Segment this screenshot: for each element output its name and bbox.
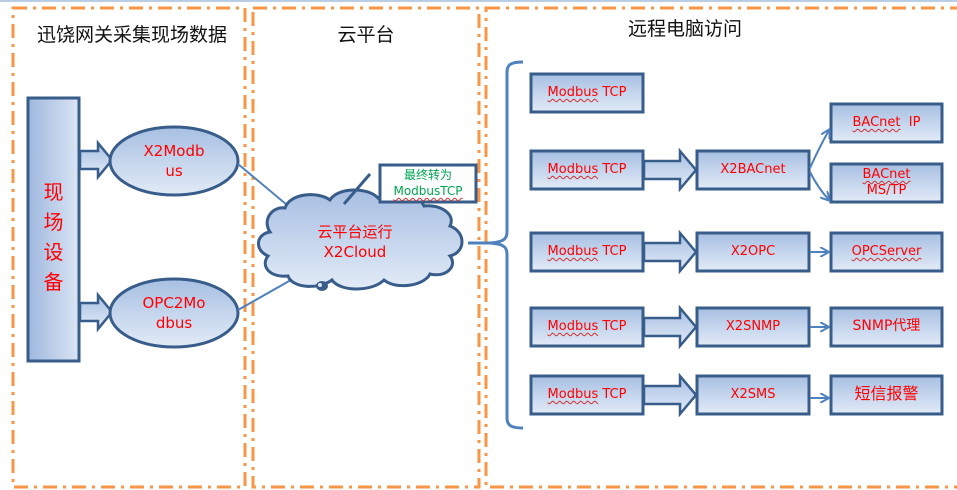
row4-converter-label: X2SNMP: [725, 319, 781, 334]
cloud-label-line2: X2Cloud: [323, 243, 387, 261]
block-arrow-row2: [642, 147, 698, 193]
row5-converter-label: X2SMS: [730, 387, 776, 402]
row5-source-label: Modbus TCP: [531, 387, 643, 403]
row2-target-box-1: [829, 102, 944, 144]
cloud-label-line1: 云平台运行: [317, 223, 393, 241]
row1-source-label: Modbus TCP: [531, 85, 643, 101]
section-title-remote: 远程电脑访问: [627, 18, 742, 40]
distribution-brace: [489, 60, 524, 430]
row2-target-1-label: BACnet IP: [831, 115, 942, 131]
row2-source-box: [529, 149, 645, 191]
connector-x2bacnet-to-bacnet-mstp: [809, 171, 829, 200]
opc2modbus-ellipse: [108, 277, 240, 349]
field-device-label: 现 场 设 备: [28, 177, 79, 297]
source-label-modbus: Modbus: [547, 387, 599, 402]
source-label-tcp: TCP: [598, 85, 627, 100]
field-device-char: 备: [43, 270, 64, 294]
row4-source-box: [529, 306, 645, 348]
callout-label: 最终转为 ModbusTCP: [380, 167, 476, 199]
connector-x2bacnet-to-bacnet-ip: [809, 130, 829, 169]
x2modbus-label-line1: X2Modb: [143, 142, 205, 160]
callout-pointer: [342, 173, 372, 205]
row3-target-box: [829, 231, 944, 273]
x2modbus-ellipse: [108, 125, 240, 197]
block-arrow-device-to-x2modbus: [78, 139, 114, 181]
source-label-modbus: Modbus: [547, 244, 599, 259]
block-arrow-row3: [642, 229, 698, 275]
source-label-modbus: Modbus: [547, 162, 599, 177]
opc2modbus-label-line1: OPC2Mo: [142, 294, 206, 312]
field-device-char: 现: [43, 180, 64, 204]
row2-target-box-2: [829, 162, 944, 204]
block-arrow-row5: [642, 372, 698, 418]
cloud-bubble-small: [318, 283, 322, 287]
opc2modbus-label-line2: dbus: [155, 314, 193, 332]
source-label-tcp: TCP: [598, 162, 627, 177]
block-arrow-row4: [642, 304, 698, 350]
x2modbus-label: X2Modb us: [110, 141, 238, 181]
opc2modbus-label: OPC2Mo dbus: [110, 293, 238, 333]
section-border-cloud: [251, 6, 481, 489]
source-label-modbus: Modbus: [547, 319, 599, 334]
bacnet-mstp-label-line2: MS/TP: [866, 183, 907, 198]
row5-source-box: [529, 374, 645, 416]
row2-source-label: Modbus TCP: [531, 162, 643, 178]
source-label-tcp: TCP: [598, 387, 627, 402]
bacnet-ip-label-part2: IP: [900, 115, 921, 130]
row5-target-label: 短信报警: [854, 384, 919, 403]
bacnet-ip-label-part1: BACnet: [852, 115, 901, 130]
field-device-bar: [26, 96, 81, 363]
bacnet-mstp-label-line1: BACnet: [862, 167, 911, 182]
callout-box: [378, 163, 478, 204]
row3-source-label: Modbus TCP: [531, 244, 643, 260]
opcserver-label: OPCServer: [851, 244, 922, 259]
section-title-gateway: 迅饶网关采集现场数据: [36, 24, 227, 46]
block-arrow-device-to-opc2modbus: [78, 291, 114, 333]
row2-converter-label: X2BACnet: [720, 162, 786, 177]
row5-target-box: [829, 374, 944, 416]
row4-source-label: Modbus TCP: [531, 319, 643, 335]
row2-converter-box: [695, 149, 811, 191]
row4-target-label: SNMP代理: [852, 318, 921, 334]
row1-source-box: [529, 72, 645, 114]
row5-converter-box: [695, 374, 811, 416]
section-border-gateway: [11, 6, 247, 489]
row4-target-box: [829, 306, 944, 348]
cloud-label: 云平台运行 X2Cloud: [290, 222, 420, 262]
callout-label-line1: 最终转为: [403, 168, 452, 182]
source-label-tcp: TCP: [598, 319, 627, 334]
section-border-remote: [484, 6, 957, 489]
source-label-tcp: TCP: [598, 244, 627, 259]
row4-converter-box: [695, 306, 811, 348]
row3-converter-label: X2OPC: [730, 244, 776, 259]
row2-target-2-label: BACnet MS/TP: [831, 167, 942, 199]
cloud-shape: [257, 188, 464, 291]
cloud-bubble: [316, 281, 328, 291]
section-title-cloud: 云平台: [337, 24, 395, 46]
callout-label-line2: ModbusTCP: [393, 184, 463, 198]
field-device-char: 场: [43, 210, 64, 234]
x2modbus-label-line2: us: [165, 162, 183, 180]
source-label-modbus: Modbus: [547, 85, 599, 100]
field-device-char: 设: [43, 240, 64, 264]
top-edge-line: [0, 0, 957, 2]
row3-target-label: OPCServer: [831, 244, 942, 260]
